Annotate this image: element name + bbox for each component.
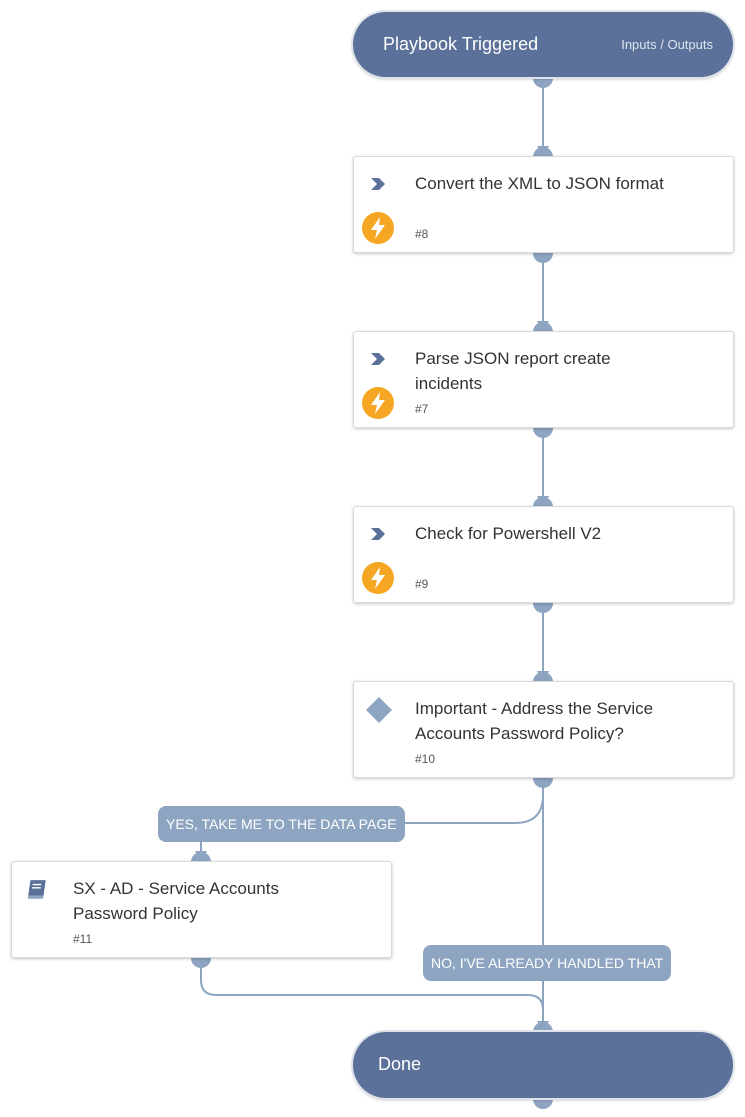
task-number: #9 bbox=[415, 577, 429, 591]
end-title: Done bbox=[378, 1054, 422, 1074]
start-node[interactable]: Playbook Triggered Inputs / Outputs bbox=[353, 12, 733, 77]
chevron-icon bbox=[371, 178, 385, 190]
task-number: #10 bbox=[415, 752, 436, 766]
diamond-icon bbox=[366, 697, 392, 723]
chevron-icon bbox=[371, 528, 385, 540]
port bbox=[533, 672, 553, 682]
inputs-outputs-link[interactable]: Inputs / Outputs bbox=[621, 37, 713, 52]
task-label: Important - Address the Service Accounts… bbox=[415, 699, 654, 743]
port bbox=[533, 428, 553, 438]
lightning-icon bbox=[362, 387, 394, 419]
task-number: #11 bbox=[73, 932, 93, 946]
lightning-icon bbox=[362, 562, 394, 594]
port bbox=[533, 78, 553, 88]
end-node[interactable]: Done bbox=[353, 1032, 733, 1098]
task-number: #8 bbox=[415, 227, 429, 241]
edge-10-to-yes bbox=[390, 778, 544, 824]
branch-yes-label[interactable]: YES, TAKE ME TO THE DATA PAGE bbox=[158, 806, 405, 842]
port bbox=[533, 497, 553, 507]
task-node-9[interactable]: Check for Powershell V2 #9 bbox=[353, 506, 734, 603]
task-label: Parse JSON report create incidents bbox=[415, 349, 611, 393]
task-label: SX - AD - Service Accounts Password Poli… bbox=[73, 879, 279, 923]
task-label: Check for Powershell V2 bbox=[415, 524, 602, 543]
port bbox=[533, 253, 553, 263]
condition-node-10[interactable]: Important - Address the Service Accounts… bbox=[353, 681, 734, 778]
port bbox=[191, 852, 211, 862]
playbook-node-11[interactable]: SX - AD - Service Accounts Password Poli… bbox=[11, 861, 392, 958]
chevron-icon bbox=[371, 353, 385, 365]
lightning-icon bbox=[362, 212, 394, 244]
port bbox=[533, 147, 553, 157]
port bbox=[533, 322, 553, 332]
branch-no-label[interactable]: NO, I'VE ALREADY HANDLED THAT bbox=[423, 945, 672, 981]
port bbox=[533, 1022, 553, 1032]
task-label: Convert the XML to JSON format bbox=[415, 174, 664, 193]
edge-11-to-done bbox=[200, 958, 544, 1023]
port bbox=[191, 958, 211, 968]
task-node-7[interactable]: Parse JSON report create incidents #7 bbox=[353, 331, 734, 428]
port bbox=[533, 1099, 553, 1109]
port bbox=[533, 778, 553, 788]
task-node-8[interactable]: Convert the XML to JSON format #8 bbox=[353, 156, 734, 253]
task-number: #7 bbox=[415, 402, 429, 416]
port bbox=[533, 603, 553, 613]
start-title: Playbook Triggered bbox=[383, 34, 539, 54]
book-icon bbox=[27, 880, 46, 899]
